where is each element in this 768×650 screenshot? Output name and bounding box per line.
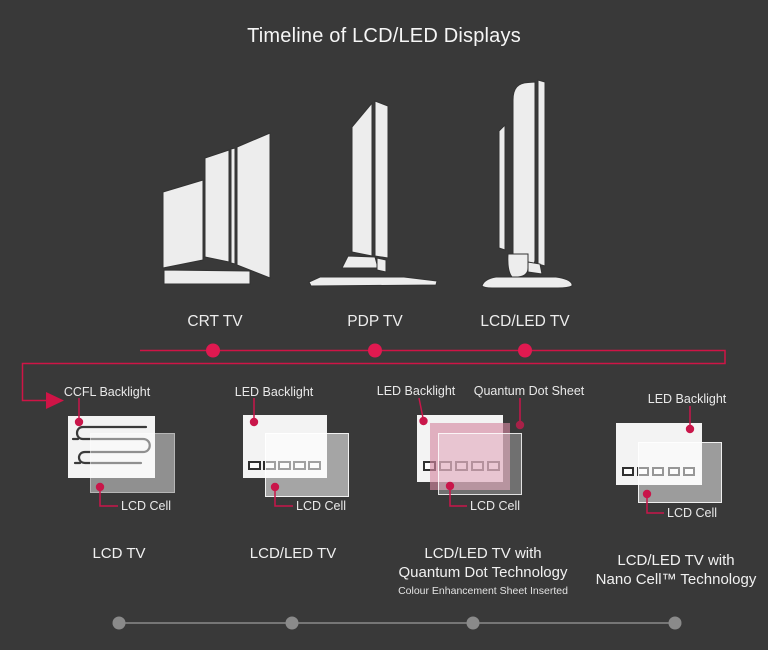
lcd-cell-label: LCD Cell [121,499,172,513]
timeline-dot-crt [206,343,220,358]
panel-caption: LCD/LED TV [249,545,337,562]
lcd-cell-sheet [638,442,722,503]
bottom-timeline-dot [466,616,480,630]
lcd-cell-sheet [438,433,522,495]
lcd-led-tv-side-icon [481,79,573,289]
timeline-dot-pdp [368,343,382,358]
bottom-timeline-dot [668,616,682,630]
era-timeline [21,343,726,409]
panel-caption: LCD TV [92,545,146,562]
panel-caption: LCD/LED TV with [424,545,542,562]
panel-caption: Quantum Dot Technology [398,564,568,581]
lcd-cell-sheet [90,433,175,493]
bottom-timeline [112,616,682,630]
quantum-dot-sheet-label: Quantum Dot Sheet [473,384,585,398]
lcd-cell-label: LCD Cell [667,506,718,520]
backlight-label: LED Backlight [376,384,456,398]
era-label-lcdled: LCD/LED TV [480,313,570,330]
lcd-cell-label: LCD Cell [296,499,347,513]
panel-caption: LCD/LED TV with [617,552,735,569]
led-chip [622,467,634,476]
lcd-cell-label: LCD Cell [470,499,521,513]
pdp-tv-side-icon [308,100,438,287]
ccfl-tube-icon [71,425,151,465]
era-label-crt: CRT TV [187,313,243,330]
backlight-label: CCFL Backlight [63,385,151,399]
crt-tv-side-icon [162,132,271,285]
panel-subcaption: Colour Enhancement Sheet Inserted [398,585,568,597]
bottom-timeline-dot [112,616,126,630]
lcd-cell-sheet [265,433,349,497]
panel-caption: Nano Cell™ Technology [595,571,757,588]
era-label-pdp: PDP TV [347,313,403,330]
bottom-timeline-dot [285,616,299,630]
quantum-dot-sheet [430,423,510,490]
page-title: Timeline of LCD/LED Displays [247,25,521,47]
led-chip [248,461,261,470]
backlight-label: LED Backlight [647,392,727,406]
backlight-label: LED Backlight [234,385,314,399]
ccfl-backlight-panel [68,416,155,478]
transition-arrow-icon [46,392,64,409]
timeline-dot-lcdled [518,343,532,358]
